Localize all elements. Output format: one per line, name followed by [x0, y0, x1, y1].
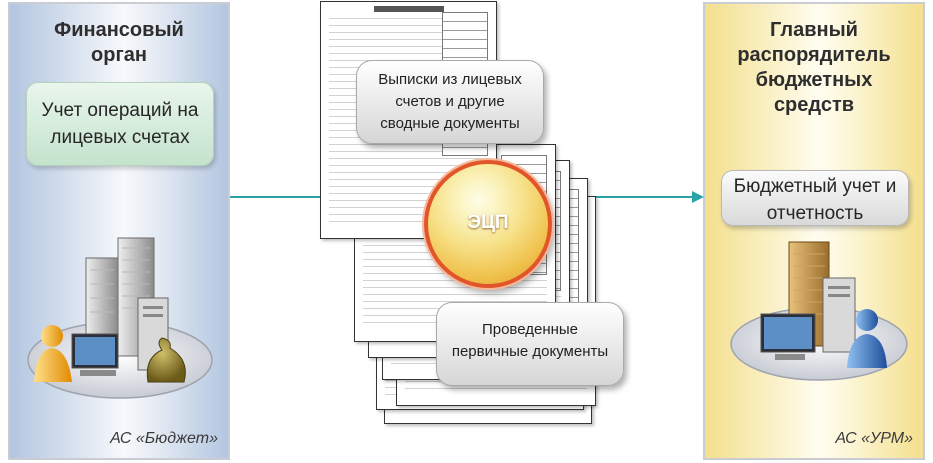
- chief-manager-panel: Главный распорядитель бюджетных средств …: [703, 2, 925, 460]
- budget-accounting-box: Бюджетный учет и отчетность: [721, 170, 909, 226]
- office-building-server-user-icon: [730, 241, 908, 381]
- seal-label: ЭЦП: [467, 212, 509, 233]
- digital-signature-seal-icon: ЭЦП: [424, 160, 552, 288]
- budget-system-label: АС «Бюджет»: [110, 430, 218, 447]
- statements-callout: Выписки из лицевых счетов и другие сводн…: [356, 60, 544, 144]
- account-operations-box: Учет операций на лицевых счетах: [26, 82, 214, 166]
- financial-authority-title: Финансовый орган: [54, 19, 184, 66]
- office-buildings-server-user-icon: [27, 237, 213, 399]
- primary-documents-callout: Проведенные первичные документы: [436, 302, 624, 386]
- financial-authority-panel: Финансовый орган Учет операций на лицевы…: [8, 2, 230, 460]
- urm-system-label: АС «УРМ»: [835, 430, 913, 447]
- chief-manager-title: Главный распорядитель бюджетных средств: [737, 19, 891, 116]
